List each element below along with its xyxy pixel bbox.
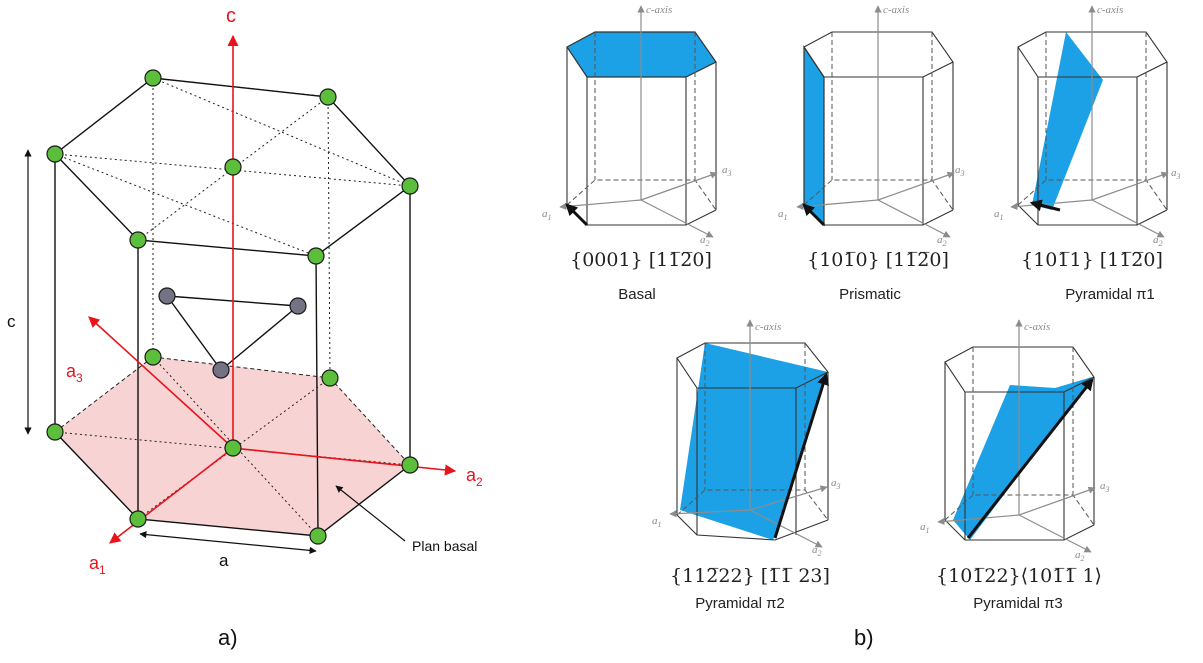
atom-gray — [212, 361, 230, 379]
miller-basal: {0001} [11̅2̅0] — [570, 249, 712, 271]
axis-label: a1 — [920, 521, 930, 535]
axis-label: a2 — [937, 234, 947, 248]
axis-label: a1 — [778, 208, 788, 222]
axis-label: a3 — [722, 164, 732, 178]
atom — [224, 158, 242, 176]
axis-label: a2 — [1153, 234, 1163, 248]
name-pyramidal-pi2: Pyramidal π2 — [695, 595, 785, 612]
axis-a3-label: a3 — [66, 361, 83, 385]
axis-a2-label: a2 — [466, 465, 483, 489]
top-hidden-lines — [54, 77, 411, 379]
atoms — [46, 69, 419, 545]
panel-a-label: a) — [218, 625, 238, 650]
axis-label: c-axis — [755, 321, 781, 333]
panel-b-label: b) — [854, 625, 874, 650]
atom — [307, 247, 325, 265]
axis-label: a3 — [1171, 167, 1181, 181]
dim-a-label: a — [219, 551, 229, 570]
atom-gray — [289, 297, 307, 315]
atom — [224, 439, 242, 457]
axis-label: a1 — [652, 515, 662, 529]
atom — [319, 88, 337, 106]
axis-label: c-axis — [646, 4, 672, 16]
atom — [401, 177, 419, 195]
atom — [321, 369, 339, 387]
axis-a1-label: a1 — [89, 553, 106, 577]
dim-c-label: c — [7, 312, 16, 331]
miller-prismatic: {101̅0} [11̅2̅0] — [807, 249, 949, 271]
plane-prismatic — [803, 45, 825, 227]
plane-pyramidal-pi3 — [953, 377, 1092, 540]
axis-label: c-axis — [1097, 4, 1123, 16]
atom — [46, 423, 64, 441]
atom — [401, 456, 419, 474]
axis-label: a2 — [812, 544, 822, 558]
axis-label: a1 — [542, 208, 552, 222]
axis-label: a3 — [955, 164, 965, 178]
gray-axis-labels: c-axis c-axis c-axis c-axis c-axis a1 a1… — [542, 4, 1181, 563]
name-pyramidal-pi1: Pyramidal π1 — [1065, 286, 1155, 303]
name-prismatic: Prismatic — [839, 286, 901, 303]
basal-plane-label: Plan basal — [412, 538, 477, 554]
atom-gray — [158, 287, 176, 305]
atom — [144, 69, 162, 87]
miller-pyramidal-pi2: {112̅22} [1̅1̅ 23] — [670, 565, 830, 587]
name-basal: Basal — [618, 286, 656, 303]
axis-label: c-axis — [883, 4, 909, 16]
axis-c-label: c — [226, 5, 236, 27]
atom — [129, 231, 147, 249]
prism-prismatic — [796, 5, 955, 238]
panel-b-slip-systems: c-axis c-axis c-axis c-axis c-axis a1 a1… — [542, 4, 1181, 650]
prism-pyramidal-pi2 — [669, 319, 829, 548]
axis-label: a2 — [700, 234, 710, 248]
miller-pyramidal-pi3: {101̅22}⟨101̅1̅ 1⟩ — [936, 565, 1102, 587]
prism-pyramidal-pi1 — [1010, 5, 1169, 238]
dimension-arrows — [24, 149, 406, 554]
prism-pyramidal-pi3 — [937, 319, 1096, 553]
axis-label: a3 — [1100, 480, 1110, 494]
name-pyramidal-pi3: Pyramidal π3 — [973, 595, 1063, 612]
plane-pyramidal-pi2 — [680, 343, 828, 540]
prism-basal — [559, 5, 718, 238]
axis-label: a3 — [831, 477, 841, 491]
panel-a-hcp-cell: c a3 a2 a1 c a Plan basal a) — [7, 5, 483, 650]
atom — [129, 510, 147, 528]
atom — [309, 527, 327, 545]
axis-label: a1 — [994, 208, 1004, 222]
atom — [144, 348, 162, 366]
axis-label: c-axis — [1024, 321, 1050, 333]
atom — [46, 145, 64, 163]
axis-label: a2 — [1075, 549, 1085, 563]
miller-pyramidal-pi1: {101̅1} [11̅2̅0] — [1021, 249, 1163, 271]
